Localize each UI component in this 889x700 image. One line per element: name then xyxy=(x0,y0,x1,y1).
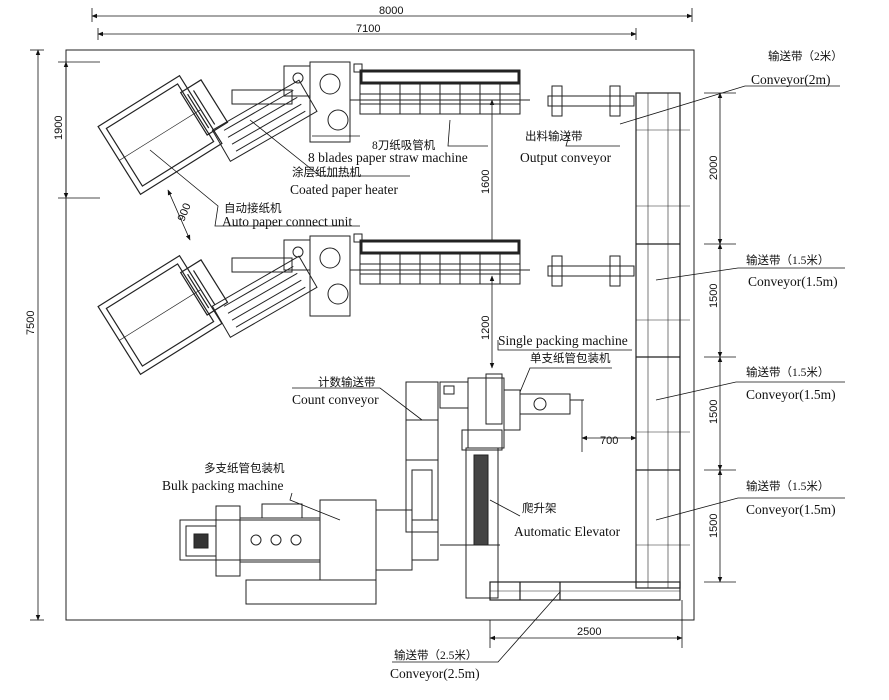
label-straw-machine-en: 8 blades paper straw machine xyxy=(308,150,468,165)
label-bulk-packing-en: Bulk packing machine xyxy=(162,478,283,493)
output-conveyor-lower xyxy=(547,255,635,287)
label-paper-connect-cn: 自动接纸机 xyxy=(224,201,282,215)
label-heater-cn: 涂层纸加热机 xyxy=(292,165,361,179)
label-output-conveyor-en: Output conveyor xyxy=(520,150,612,165)
straw-machine-upper xyxy=(350,63,530,115)
paper-connect-unit-lower xyxy=(97,254,229,376)
dimension-texts: 8000 7100 7500 1900 900 1600 1200 2000 1… xyxy=(25,5,720,638)
dim-single-offset: 700 xyxy=(600,435,618,447)
label-conveyor-25-en: Conveyor(2.5m) xyxy=(390,666,480,681)
dim-overall-width: 8000 xyxy=(379,5,403,17)
automatic-elevator xyxy=(440,429,503,599)
dim-inner-width: 7100 xyxy=(356,23,380,35)
coated-paper-heater-lower xyxy=(211,235,351,339)
workshop-boundary xyxy=(65,49,695,621)
dim-conveyor-seg-3: 1500 xyxy=(708,400,720,424)
label-conveyor-15a-en: Conveyor(1.5m) xyxy=(748,274,838,289)
bulk-packing-machine xyxy=(179,499,439,605)
label-straw-machine-cn: 8刀纸吸管机 xyxy=(372,138,436,152)
output-conveyor-upper xyxy=(547,85,635,117)
label-single-packing-en: Single packing machine xyxy=(498,333,628,348)
leader-lines xyxy=(149,85,845,663)
label-conveyor-15c-cn: 输送带（1.5米） xyxy=(746,479,829,493)
dim-conveyor-seg-4: 1500 xyxy=(708,514,720,538)
label-conveyor-15b-cn: 输送带（1.5米） xyxy=(746,365,829,379)
label-heater-en: Coated paper heater xyxy=(290,182,398,197)
label-count-conveyor-en: Count conveyor xyxy=(292,392,379,407)
dim-unit-gap: 900 xyxy=(176,202,194,224)
label-conveyor-15a-cn: 输送带（1.5米） xyxy=(746,253,829,267)
labels: 输送带（2米） Conveyor(2m) 出料输送带 Output convey… xyxy=(162,49,843,681)
dim-conveyor-seg-2: 1500 xyxy=(708,284,720,308)
label-conveyor-2m-cn: 输送带（2米） xyxy=(768,49,843,63)
label-conveyor-15c-en: Conveyor(1.5m) xyxy=(746,502,836,517)
dim-overall-height: 7500 xyxy=(25,311,37,335)
label-conveyor-25-cn: 输送带（2.5米） xyxy=(394,648,477,662)
dimension-lines xyxy=(30,8,736,648)
dim-upper-height: 1900 xyxy=(53,116,65,140)
label-elevator-en: Automatic Elevator xyxy=(514,524,621,539)
label-elevator-cn: 爬升架 xyxy=(522,502,557,515)
label-count-conveyor-cn: 计数输送带 xyxy=(318,375,376,389)
coated-paper-heater-upper xyxy=(211,61,351,163)
label-single-packing-cn: 单支纸管包装机 xyxy=(530,351,611,365)
bottom-conveyor xyxy=(489,581,681,601)
label-output-conveyor-cn: 出料输送带 xyxy=(525,129,583,143)
dim-conveyor-seg-1: 2000 xyxy=(708,156,720,180)
label-conveyor-15b-en: Conveyor(1.5m) xyxy=(746,387,836,402)
dim-bottom-width: 2500 xyxy=(577,626,601,638)
straw-machine-lower xyxy=(350,233,530,285)
label-bulk-packing-cn: 多支纸管包装机 xyxy=(204,461,285,475)
label-paper-connect-en: Auto paper connect unit xyxy=(222,214,352,229)
main-vertical-conveyor xyxy=(635,92,690,589)
paper-connect-unit-upper xyxy=(97,74,229,196)
label-conveyor-2m-en: Conveyor(2m) xyxy=(751,72,830,87)
dim-lower-spacing: 1200 xyxy=(480,316,492,340)
dim-machine-spacing: 1600 xyxy=(480,170,492,194)
